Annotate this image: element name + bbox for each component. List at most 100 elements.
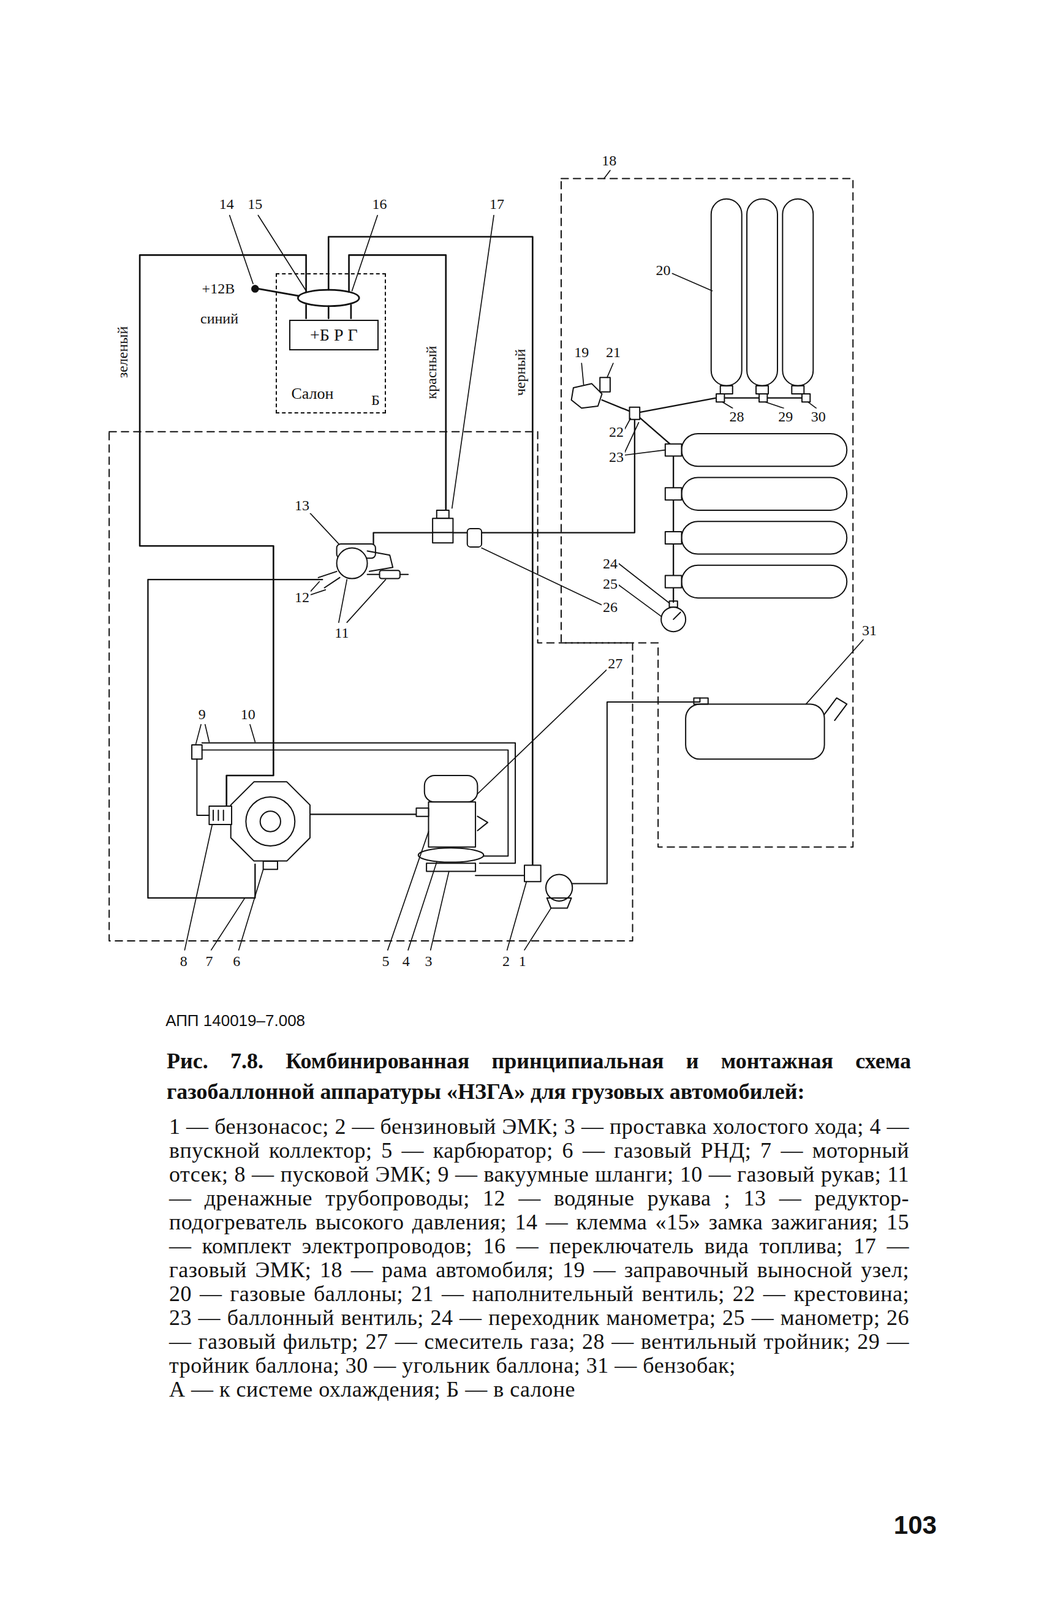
zone-frame xyxy=(109,178,853,942)
callout-number: Б xyxy=(370,392,382,409)
node-label: Салон xyxy=(291,385,334,404)
pressure-regulator xyxy=(196,759,209,816)
pressure-regulator xyxy=(245,797,295,847)
gas-cylinder xyxy=(665,444,682,457)
key-entry: 28 — вентильный тройник; xyxy=(582,1329,851,1354)
fuel-system xyxy=(545,874,573,902)
gas-solenoid-valve xyxy=(467,528,482,548)
key-entry: 5 — карбюратор; xyxy=(381,1138,554,1163)
callout-number: 18 xyxy=(600,151,618,168)
carburettor xyxy=(415,808,429,817)
gas-solenoid-valve xyxy=(432,533,453,544)
wiring xyxy=(297,289,360,307)
carburettor xyxy=(415,775,488,872)
callout-number: 16 xyxy=(371,196,389,212)
pressure-regulator xyxy=(230,781,311,861)
fuel-system xyxy=(693,697,708,704)
drawing-code: АПП 140019–7.008 xyxy=(164,1012,307,1030)
key-entry: 20 — газовые баллоны; xyxy=(169,1281,404,1307)
leader-line xyxy=(257,215,306,291)
pressure-gauge xyxy=(661,607,686,632)
key-entry: 8 — пусковой ЭМК; xyxy=(234,1162,432,1187)
key-entry: 30 — угольник баллона; xyxy=(345,1353,581,1378)
gas-solenoid-valve xyxy=(432,518,453,533)
leader-line xyxy=(507,881,527,951)
gas-solenoid-valve xyxy=(436,510,450,519)
callout-number: 8 xyxy=(178,953,189,970)
wiring xyxy=(139,254,306,807)
key-entry: А — к системе охлаждения; xyxy=(169,1377,441,1402)
pressure-regulator xyxy=(202,749,509,856)
leader-line xyxy=(618,585,662,617)
callout-number: 29 xyxy=(776,408,795,424)
carburettor xyxy=(418,847,485,863)
filling-unit xyxy=(599,377,611,392)
fuel-system xyxy=(524,865,541,883)
callout-number: 24 xyxy=(601,555,619,571)
callout-number: 15 xyxy=(246,196,264,212)
gas-cylinder xyxy=(746,199,778,386)
leader-line xyxy=(581,363,584,385)
pressure-regulator xyxy=(263,861,278,870)
callout-number: 13 xyxy=(293,496,311,513)
callout-number: 17 xyxy=(488,196,506,212)
leader-line xyxy=(229,215,254,284)
callout-number: 27 xyxy=(606,655,624,672)
key-entry: 31 — бензобак; xyxy=(586,1353,736,1378)
pressure-regulator xyxy=(191,744,203,760)
key-entry: 21 — наполнительный вентиль; xyxy=(411,1281,725,1307)
leader-line xyxy=(184,170,863,951)
key-entry: 27 — смеситель газа; xyxy=(365,1329,575,1354)
wire-colour: зеленый xyxy=(114,324,131,380)
reducer xyxy=(367,574,380,576)
gas-lines xyxy=(310,813,416,815)
callout-number: 21 xyxy=(604,344,622,361)
key-entry: 16 — переключатель вида топлива; xyxy=(482,1233,844,1259)
page-number: 103 xyxy=(892,1511,938,1540)
gas-lines xyxy=(147,579,323,899)
wiring xyxy=(251,285,258,292)
key-entry: 22 — крестовина; xyxy=(732,1281,910,1307)
key-entry: 24 — переходник манометра; xyxy=(430,1305,716,1331)
callout-number: 31 xyxy=(860,622,878,639)
filling-unit xyxy=(571,383,603,409)
key-entry: 18 — рама автомобиля; xyxy=(319,1257,554,1283)
leader-line xyxy=(211,898,246,951)
gas-cylinder xyxy=(665,531,682,545)
pressure-gauge xyxy=(673,612,681,620)
leader-line xyxy=(722,401,733,409)
callout-number: 1 xyxy=(517,953,528,970)
reducer xyxy=(318,571,341,589)
callout-number: 5 xyxy=(381,953,391,970)
callout-number: 7 xyxy=(204,953,214,970)
wiring xyxy=(257,288,299,296)
leader-line xyxy=(806,639,864,704)
fuel-system xyxy=(685,703,825,760)
gas-cylinder xyxy=(759,393,768,402)
node-label: +Б Р Г xyxy=(310,325,358,345)
reducer xyxy=(367,551,394,572)
leader-line xyxy=(387,831,429,951)
gas-cylinder xyxy=(665,575,682,589)
gas-cylinder xyxy=(681,477,847,511)
leader-line xyxy=(408,862,437,951)
key-entry: Б — в салоне xyxy=(446,1377,576,1402)
key-entry: 1 — бензонасос; xyxy=(169,1114,329,1139)
cabin-zone: +Б Р Г Салон xyxy=(275,273,386,413)
gas-solenoid-valve xyxy=(432,510,482,548)
gas-cylinder xyxy=(716,393,725,402)
leader-line xyxy=(607,363,614,378)
callout-number: 12 xyxy=(293,588,311,605)
fuel-system xyxy=(475,697,847,908)
reducer xyxy=(400,574,409,576)
key-entry: 19 — заправочный выносной узел; xyxy=(562,1257,910,1283)
pressure-regulator xyxy=(208,806,232,825)
leader-line xyxy=(604,170,611,179)
callout-number: 26 xyxy=(601,599,619,616)
zone-frame xyxy=(561,178,853,848)
key-entry: 3 — проставка холостого хода; xyxy=(564,1114,864,1139)
pressure-regulator xyxy=(191,743,516,870)
gas-cylinder xyxy=(665,199,847,598)
key-entry: 23 — баллонный вентиль; xyxy=(169,1305,424,1331)
key-entry: 12 — водяные рукава ; xyxy=(482,1186,731,1211)
